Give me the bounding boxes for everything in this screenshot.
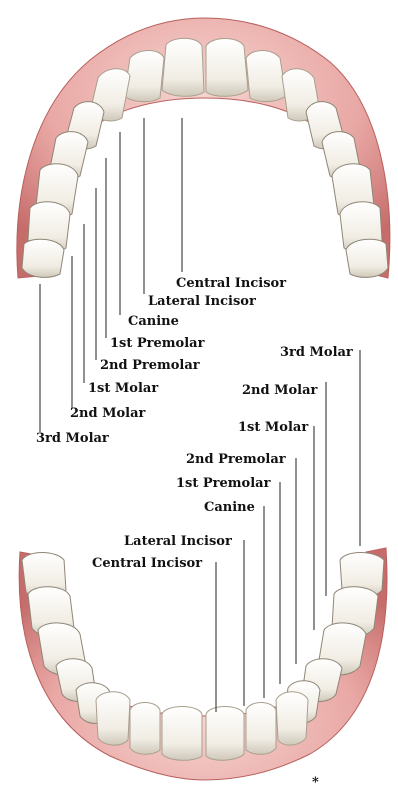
upper-central-incisor-right — [206, 39, 248, 97]
lower-central-incisor-right — [206, 707, 244, 761]
label-upper-lateral-incisor: Lateral Incisor — [148, 294, 256, 309]
label-upper-second-premolar: 2nd Premolar — [100, 358, 200, 373]
label-lower-first-premolar: 1st Premolar — [176, 476, 271, 491]
lower-canine-right — [276, 692, 308, 745]
label-lower-second-molar: 2nd Molar — [242, 383, 318, 398]
lower-lateral-incisor-left — [130, 703, 160, 755]
upper-right-molar-3 — [346, 239, 388, 277]
label-lower-central-incisor: Central Incisor — [92, 556, 202, 571]
label-upper-second-molar: 2nd Molar — [70, 406, 146, 421]
label-lower-second-premolar: 2nd Premolar — [186, 452, 286, 467]
upper-lateral-incisor-right — [246, 51, 286, 102]
upper-left-molar-3 — [22, 239, 64, 277]
lower-lateral-incisor-right — [246, 703, 276, 755]
upper-arch — [17, 18, 390, 278]
lower-canine-left — [96, 692, 130, 745]
label-lower-lateral-incisor: Lateral Incisor — [124, 534, 232, 549]
label-upper-canine: Canine — [128, 314, 179, 329]
lower-central-incisor-left — [162, 707, 202, 761]
upper-central-incisor-left — [162, 38, 204, 96]
lower-arch — [19, 548, 387, 780]
label-lower-canine: Canine — [204, 500, 255, 515]
label-upper-third-molar: 3rd Molar — [36, 431, 109, 446]
label-lower-first-molar: 1st Molar — [238, 420, 308, 435]
label-upper-central-incisor: Central Incisor — [176, 276, 286, 291]
label-upper-first-premolar: 1st Premolar — [110, 336, 205, 351]
footnote-asterisk: * — [312, 775, 319, 790]
label-upper-first-molar: 1st Molar — [88, 381, 158, 396]
label-lower-third-molar: 3rd Molar — [280, 345, 353, 360]
